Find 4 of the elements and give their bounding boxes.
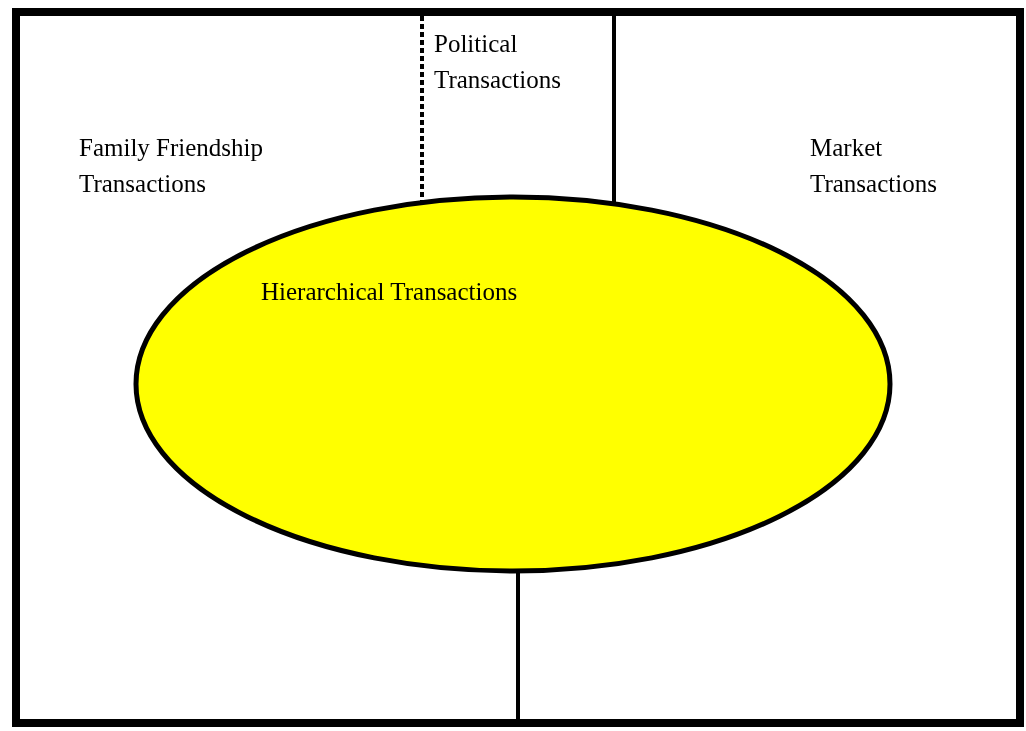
region-label: Hierarchical Transactions [261, 277, 518, 307]
region-label: Market Transactions [810, 133, 938, 199]
region-label: Family Friendship Transactions [79, 133, 265, 199]
region-label: Political Transactions [434, 29, 562, 95]
